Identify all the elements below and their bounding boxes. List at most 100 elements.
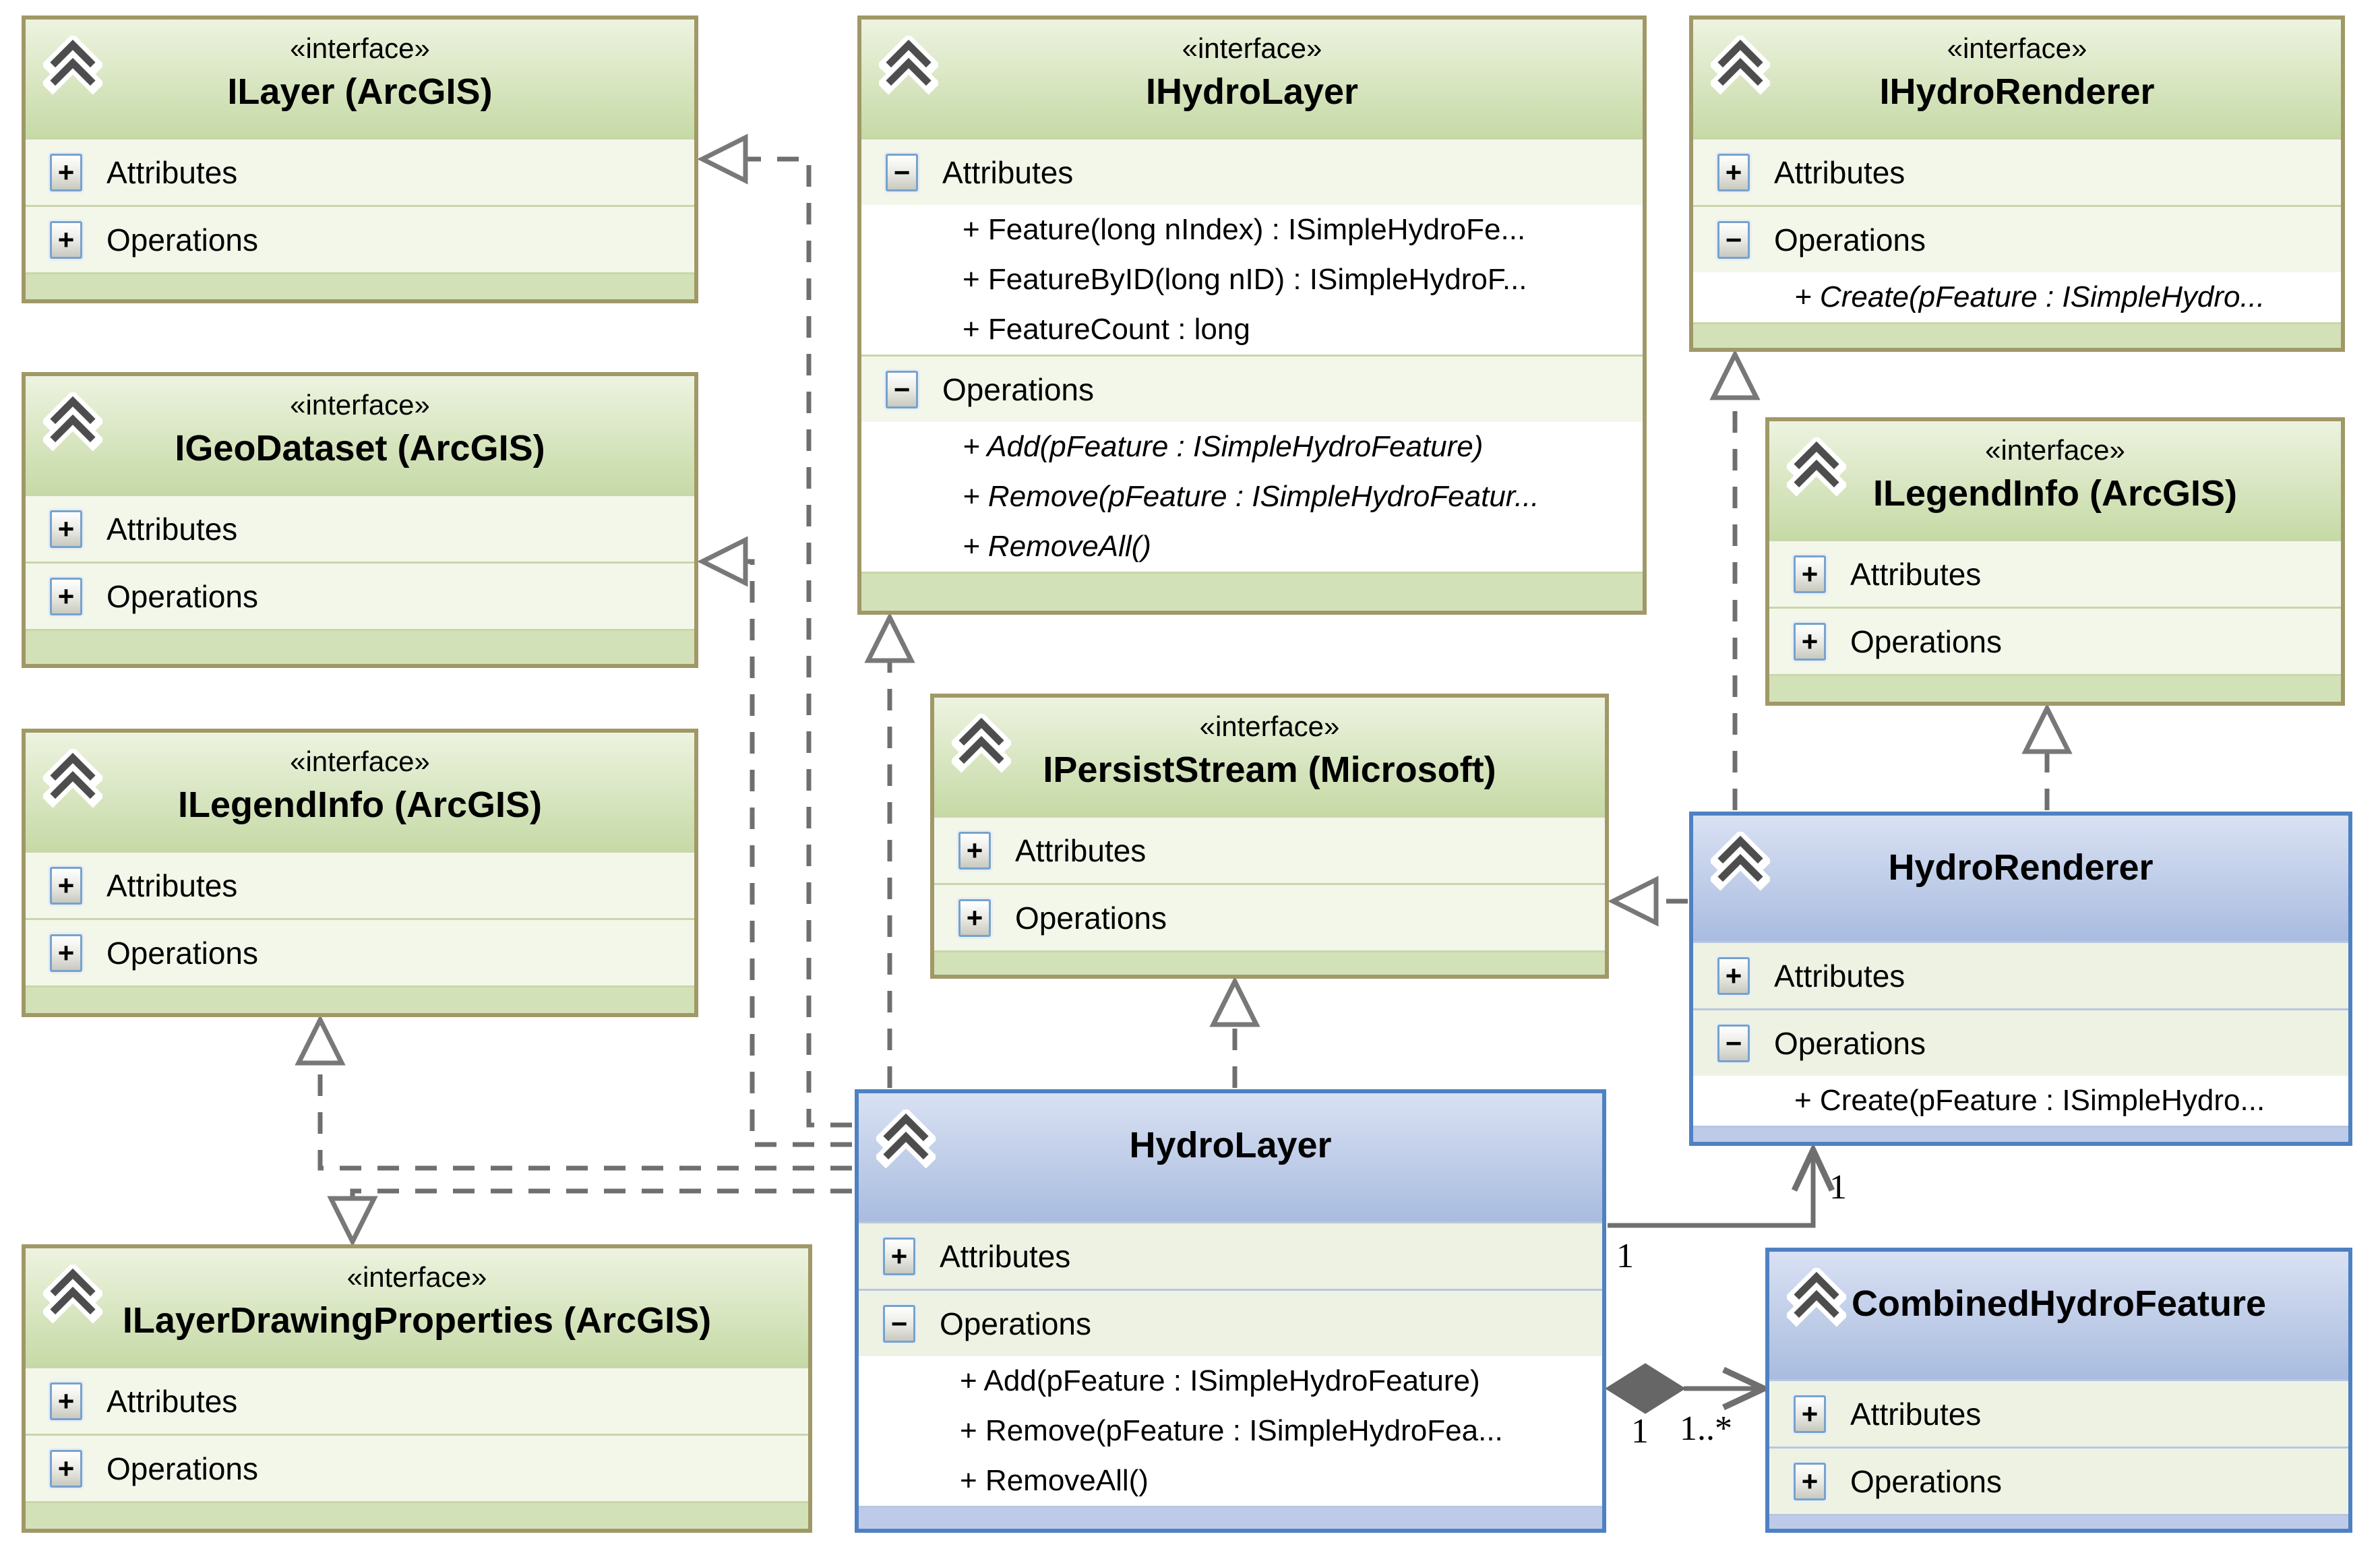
box-header: «interface»IPersistStream (Microsoft) [934,698,1605,816]
expander-toggle[interactable]: + [1717,956,1750,995]
expander-toggle[interactable]: − [886,370,918,408]
methods-block: + Create(pFeature : ISimpleHydro... [1693,272,2341,322]
section-row-attributes: −Attributes [861,138,1643,205]
section-label: Operations [942,371,1095,407]
box-header: «interface» ILayerDrawingProperties (ArcG… [26,1248,808,1366]
multiplicity-label: 1 [1616,1237,1634,1275]
section-label: Operations [940,1306,1092,1341]
box-title: CombinedHydroFeature [1851,1283,2267,1324]
connector-line-hydrolayer-realizes-ilayerdrawingproperties [350,1188,852,1200]
interface-box-ilayer[interactable]: «interface»ILayer (ArcGIS)+Attributes+Op… [22,16,698,303]
section-row-attributes: +Attributes [1769,539,2341,607]
method-signature: + RemoveAll() [963,530,1151,563]
section-label: Attributes [106,867,238,903]
expander-toggle[interactable]: − [1717,220,1750,259]
interface-box-ihydrorenderer[interactable]: «interface»IHydroRenderer+Attributes−Ope… [1689,16,2345,352]
section-label: Attributes [106,1383,238,1419]
expander-toggle[interactable]: + [50,220,82,259]
expander-toggle[interactable]: + [50,866,82,905]
box-footer [859,1506,1602,1529]
box-title: ILegendInfo (ArcGIS) [178,785,542,826]
section-row-attributes: +Attributes [859,1221,1602,1289]
section-row-attributes: +Attributes [26,138,694,205]
connector-line-hydrolayer-realizes-igeodataset [744,559,852,1147]
section-label: Operations [106,935,259,971]
realization-arrowhead [295,1014,346,1066]
interface-box-ilayerdrawingproperties[interactable]: «interface» ILayerDrawingProperties (ArcG… [22,1244,812,1533]
stereotype-label: «interface» [1947,32,2087,64]
class-box-combinedhydrofeature[interactable]: CombinedHydroFeature+Attributes+Operatio… [1765,1248,2352,1533]
interface-box-igeodataset[interactable]: «interface»IGeoDataset (ArcGIS)+Attribut… [22,372,698,668]
expander-toggle[interactable]: − [883,1304,915,1343]
box-header: HydroLayer [859,1093,1602,1221]
box-footer [26,985,694,1013]
section-row-operations: −Operations [861,355,1643,422]
multiplicity-label: 1 [1829,1168,1847,1207]
method-signature: + FeatureCount : long [963,313,1250,346]
interface-box-ihydrolayer[interactable]: «interface»IHydroLayer−Attributes+ Featu… [857,16,1647,615]
method-signature: + RemoveAll() [960,1464,1149,1497]
association-arrowhead [1791,1143,1835,1192]
expander-toggle[interactable]: + [50,1449,82,1488]
realization-arrowhead [1608,876,1659,927]
box-title: IGeoDataset (ArcGIS) [175,428,545,469]
connector-line-hydrolayer-realizes-ilegendinfo-left [317,1062,852,1171]
expander-toggle[interactable]: + [1794,622,1826,661]
box-header: «interface»IHydroLayer [861,20,1643,138]
section-label: Attributes [1774,958,1905,994]
class-box-hydrolayer[interactable]: HydroLayer+Attributes −Operations + Add(pF… [855,1089,1606,1533]
class-box-hydrorenderer[interactable]: HydroRenderer+Attributes−Operations+ Cre… [1689,812,2352,1146]
section-label: Operations [1015,900,1167,936]
box-footer [934,950,1605,975]
section-row-operations: −Operations [1693,1008,2348,1076]
box-title: IHydroLayer [1145,71,1359,113]
methods-block: + Feature(long nIndex) : ISimpleHydroFe.… [861,205,1643,355]
realization-arrowhead [2021,703,2073,754]
chevron-icon [950,711,1013,776]
section-label: Operations [106,1451,259,1486]
stereotype-label: «interface» [1199,710,1340,742]
section-row-attributes: + Attributes [26,851,694,918]
box-header: «interface»ILegendInfo (ArcGIS) [1769,421,2341,539]
expander-toggle[interactable]: + [883,1237,915,1275]
expander-toggle[interactable]: + [1794,555,1826,593]
box-footer [1693,322,2341,348]
expander-toggle[interactable]: + [50,153,82,191]
box-title: ILayerDrawingProperties (ArcGIS) [122,1300,712,1341]
realization-arrowhead [327,1196,378,1247]
method-signature: + Add(pFeature : ISimpleHydroFeature) [960,1364,1480,1397]
box-footer [1769,1514,2348,1529]
expander-toggle[interactable]: + [958,831,991,870]
expander-toggle[interactable]: + [50,934,82,972]
section-label: Operations [1774,1025,1926,1061]
method-signature: + Create(pFeature : ISimpleHydro... [1794,280,2265,313]
expander-toggle[interactable]: − [886,153,918,191]
expander-toggle[interactable]: + [50,577,82,615]
section-row-attributes: +Attributes [1693,138,2341,205]
stereotype-label: «interface» [1985,434,2125,466]
stereotype-label: «interface» [346,1261,487,1293]
multiplicity-label: 1 [1631,1412,1649,1451]
section-row-attributes: +Attributes [1769,1379,2348,1447]
section-row-attributes: + Attributes [26,1366,808,1434]
method-signature: + Add(pFeature : ISimpleHydroFeature) [963,430,1484,463]
box-header: «interface»ILegendInfo (ArcGIS) [26,733,694,851]
expander-toggle[interactable]: + [1794,1395,1826,1433]
expander-toggle[interactable]: + [958,899,991,937]
box-footer [1693,1126,2348,1142]
box-footer [26,629,694,664]
chevron-icon [1709,33,1772,98]
expander-toggle[interactable]: + [1717,153,1750,191]
expander-toggle[interactable]: + [50,510,82,548]
expander-toggle[interactable]: + [1794,1462,1826,1500]
interface-box-ilegendinfo-left[interactable]: «interface»ILegendInfo (ArcGIS) + Attribut… [22,729,698,1017]
section-label: Operations [1774,222,1926,257]
chevron-icon [41,33,104,98]
interface-box-ipersiststream[interactable]: «interface»IPersistStream (Microsoft)+At… [930,694,1609,979]
section-row-attributes: +Attributes [934,816,1605,883]
expander-toggle[interactable]: − [1717,1024,1750,1062]
method-signature: + Remove(pFeature : ISimpleHydroFeatur..… [963,480,1539,513]
interface-box-ilegendinfo-right[interactable]: «interface»ILegendInfo (ArcGIS)+Attribut… [1765,417,2345,706]
method-signature: + Create(pFeature : ISimpleHydro... [1794,1084,2265,1117]
expander-toggle[interactable]: + [50,1382,82,1420]
